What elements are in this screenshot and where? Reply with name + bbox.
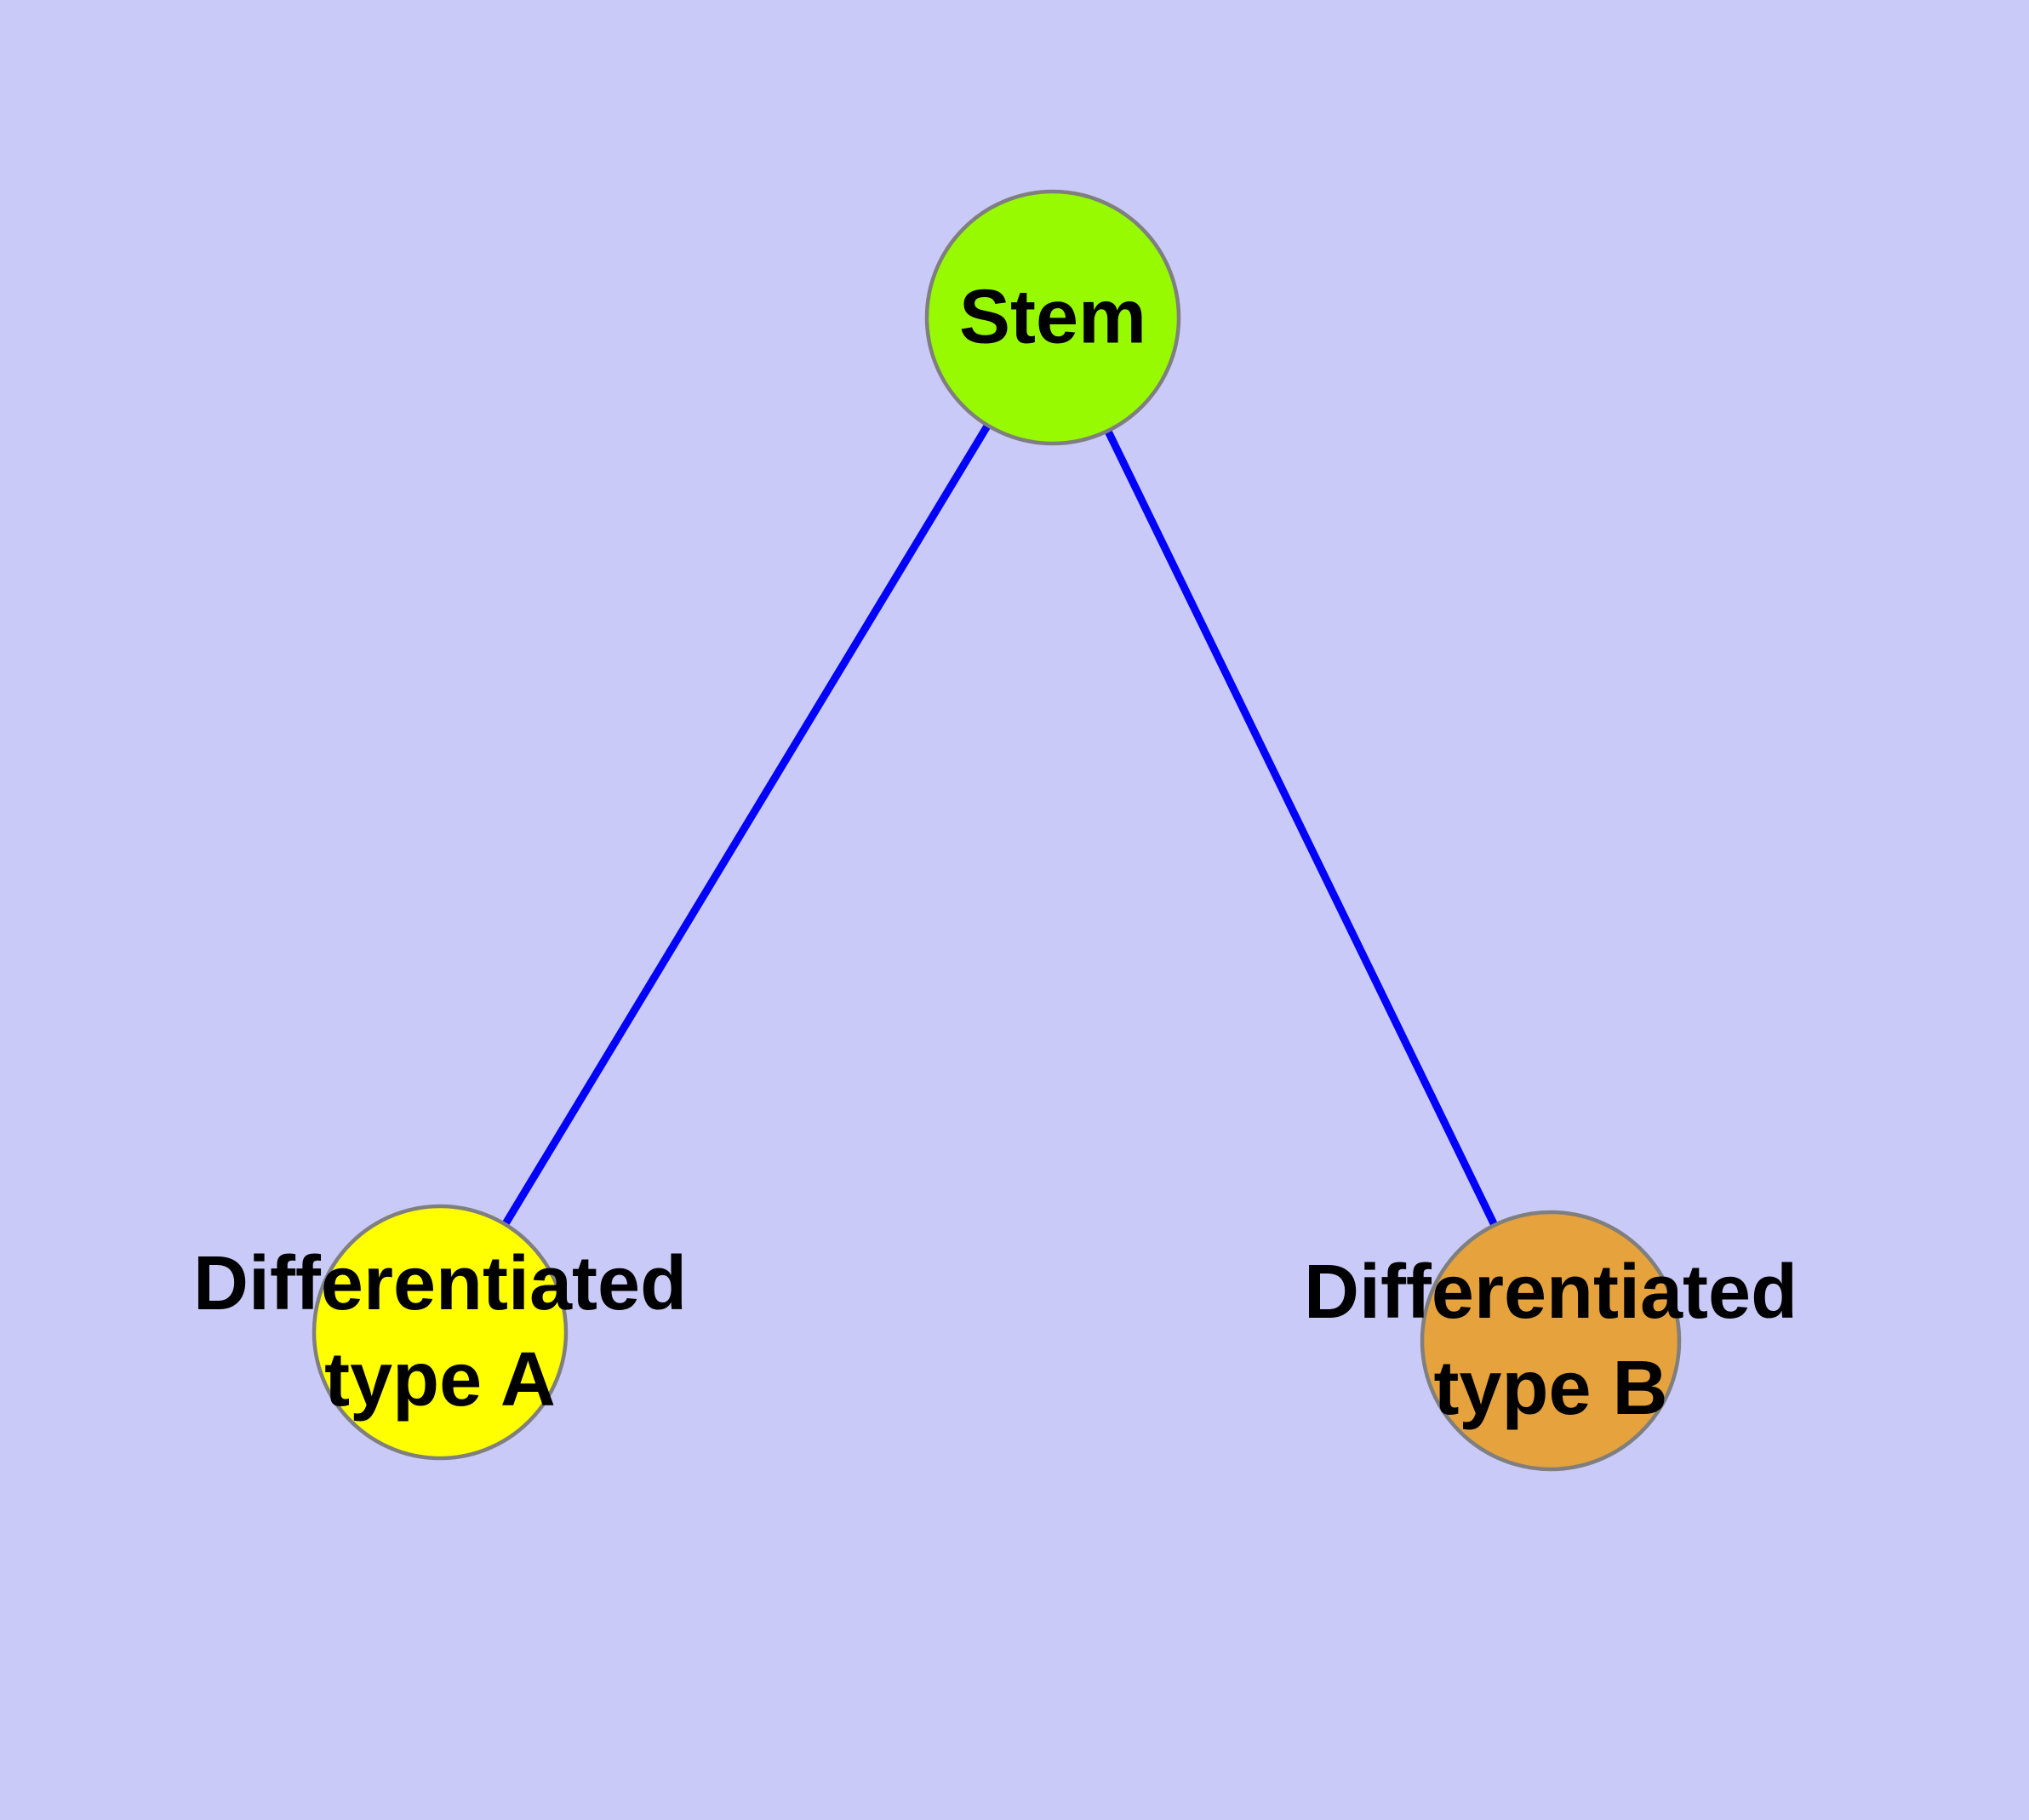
edge-stem-to-type-b: [1049, 316, 1555, 1342]
node-type-b-label: Differentiated type B: [1304, 1245, 1798, 1437]
node-type-b-label-line2: type B: [1433, 1346, 1668, 1431]
node-type-a-label: Differentiated type A: [193, 1236, 687, 1428]
node-type-b: [1420, 1210, 1682, 1472]
node-type-a: [311, 1204, 569, 1461]
node-stem-label: Stem: [958, 274, 1147, 360]
node-stem: [924, 189, 1181, 446]
edge-stem-to-type-a: [437, 315, 1056, 1335]
node-type-a-label-line2: type A: [324, 1337, 556, 1422]
node-type-b-label-line1: Differentiated: [1303, 1250, 1798, 1335]
node-type-a-label-line1: Differentiated: [192, 1241, 688, 1326]
